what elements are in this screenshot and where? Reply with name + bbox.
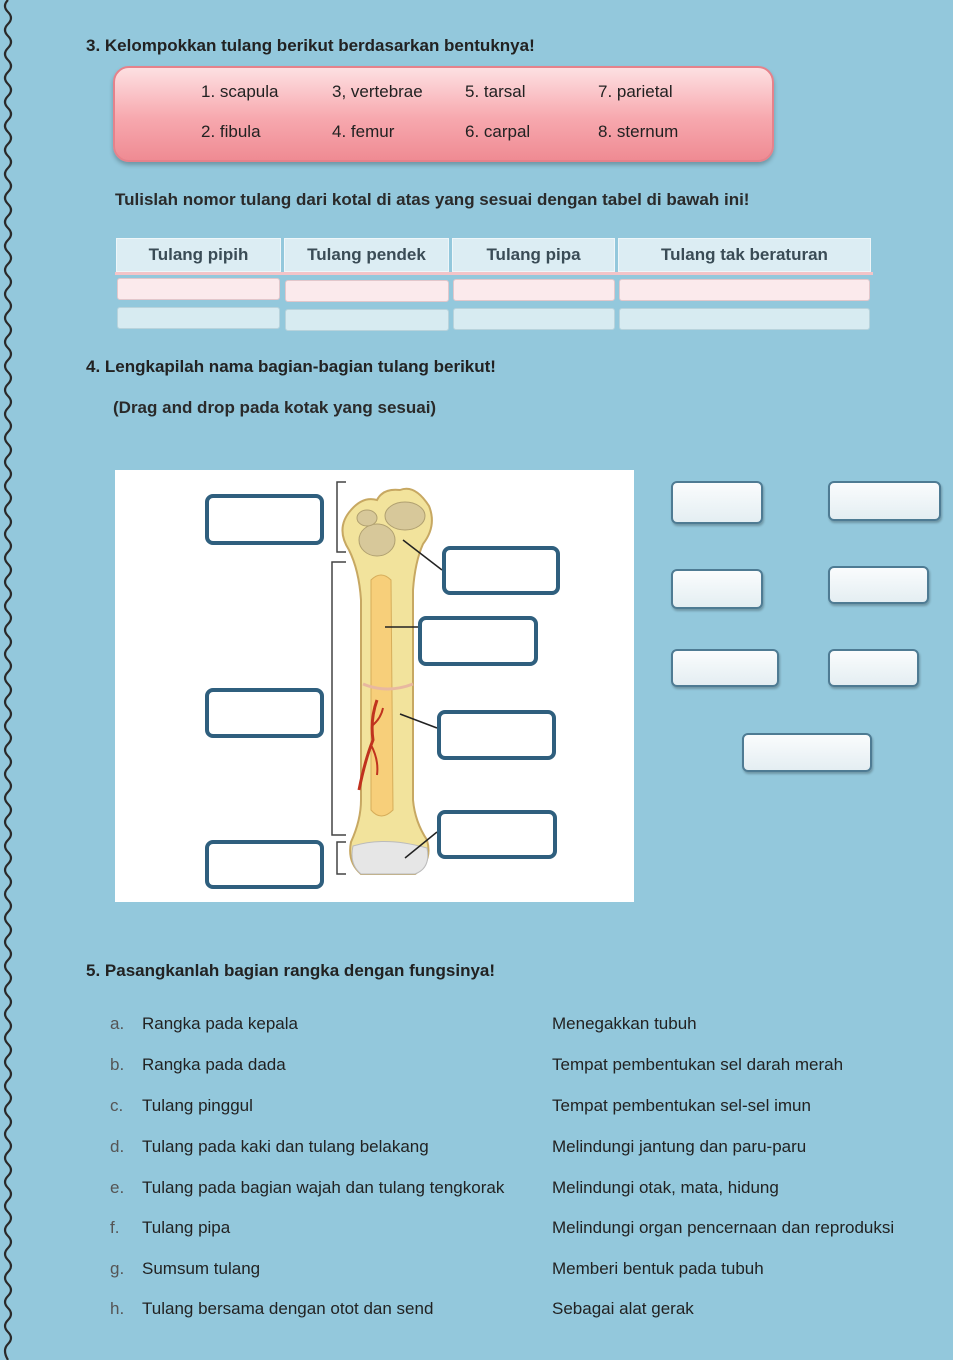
draggable-answer-chip[interactable] xyxy=(828,566,929,604)
right-item: Sebagai alat gerak xyxy=(552,1299,694,1318)
drop-box-blood-vessel[interactable] xyxy=(437,710,556,760)
bone-item: 3, vertebrae xyxy=(332,82,423,101)
answer-cell-pipih-1[interactable] xyxy=(117,278,280,300)
answer-cell-tak-beraturan-1[interactable] xyxy=(619,279,870,301)
bone-item: 8. sternum xyxy=(598,122,679,141)
question-3-instruction: Tulislah nomor tulang dari kotal di atas… xyxy=(115,190,750,209)
bone-item: 7. parietal xyxy=(598,82,673,101)
left-item: h.Tulang bersama dengan otot dan send xyxy=(110,1299,434,1318)
draggable-answer-chip[interactable] xyxy=(671,481,763,524)
draggable-answer-chip[interactable] xyxy=(828,649,919,687)
question-4-subtitle: (Drag and drop pada kotak yang sesuai) xyxy=(113,398,437,417)
table-header-tulang-pendek: Tulang pendek xyxy=(284,238,449,272)
table-header-tulang-pipa: Tulang pipa xyxy=(452,238,615,272)
right-item: Melindungi otak, mata, hidung xyxy=(552,1178,779,1197)
drop-box-medullary-cavity[interactable] xyxy=(418,616,538,666)
answer-cell-pipa-1[interactable] xyxy=(453,279,615,301)
question-4-title: 4. Lengkapilah nama bagian-bagian tulang… xyxy=(86,357,496,376)
bone-diagram xyxy=(115,470,634,902)
drop-box-cartilage[interactable] xyxy=(437,810,557,859)
right-item: Memberi bentuk pada tubuh xyxy=(552,1259,764,1278)
long-bone-illustration xyxy=(331,481,443,875)
draggable-answer-chip[interactable] xyxy=(742,733,872,772)
left-item: e.Tulang pada bagian wajah dan tulang te… xyxy=(110,1178,505,1197)
answer-cell-pendek-1[interactable] xyxy=(285,280,449,302)
answer-cell-pipa-2[interactable] xyxy=(453,308,615,330)
left-item: b.Rangka pada dada xyxy=(110,1055,286,1074)
question-3-title: 3. Kelompokkan tulang berikut berdasarka… xyxy=(86,36,535,55)
left-item: a.Rangka pada kepala xyxy=(110,1014,298,1033)
draggable-answer-chip[interactable] xyxy=(671,649,779,687)
left-item: d.Tulang pada kaki dan tulang belakang xyxy=(110,1137,429,1156)
answer-cell-tak-beraturan-2[interactable] xyxy=(619,308,870,330)
right-item: Tempat pembentukan sel darah merah xyxy=(552,1055,844,1074)
bone-item: 4. femur xyxy=(332,122,395,141)
drop-box-diaphysis[interactable] xyxy=(205,688,324,738)
table-divider xyxy=(115,272,873,275)
spiral-binding xyxy=(3,0,13,1360)
answer-cell-pipih-2[interactable] xyxy=(117,307,280,329)
right-item: Melindungi jantung dan paru-paru xyxy=(552,1137,807,1156)
drop-box-distal-epiphysis[interactable] xyxy=(205,840,324,889)
right-item: Tempat pembentukan sel-sel imun xyxy=(552,1096,811,1115)
draggable-answer-chip[interactable] xyxy=(671,569,763,609)
table-header-tulang-pipih: Tulang pipih xyxy=(116,238,281,272)
bone-item: 5. tarsal xyxy=(465,82,526,101)
table-header-tulang-tak-beraturan: Tulang tak beraturan xyxy=(618,238,871,272)
answer-cell-pendek-2[interactable] xyxy=(285,309,449,331)
left-item: g.Sumsum tulang xyxy=(110,1259,261,1278)
bone-list-box: 1. scapula 3, vertebrae 5. tarsal 7. par… xyxy=(113,66,774,162)
bone-item: 1. scapula xyxy=(201,82,279,101)
draggable-answer-chip[interactable] xyxy=(828,481,941,521)
bone-item: 6. carpal xyxy=(465,122,531,141)
bone-item: 2. fibula xyxy=(201,122,261,141)
drop-box-spongy-bone[interactable] xyxy=(442,546,560,595)
right-item: Menegakkan tubuh xyxy=(552,1014,697,1033)
question-5-title: 5. Pasangkanlah bagian rangka dengan fun… xyxy=(86,961,496,980)
drop-box-proximal-epiphysis[interactable] xyxy=(205,494,324,545)
right-item: Melindungi organ pencernaan dan reproduk… xyxy=(552,1218,895,1237)
left-item: f.Tulang pipa xyxy=(110,1218,231,1237)
left-item: c.Tulang pinggul xyxy=(110,1096,253,1115)
